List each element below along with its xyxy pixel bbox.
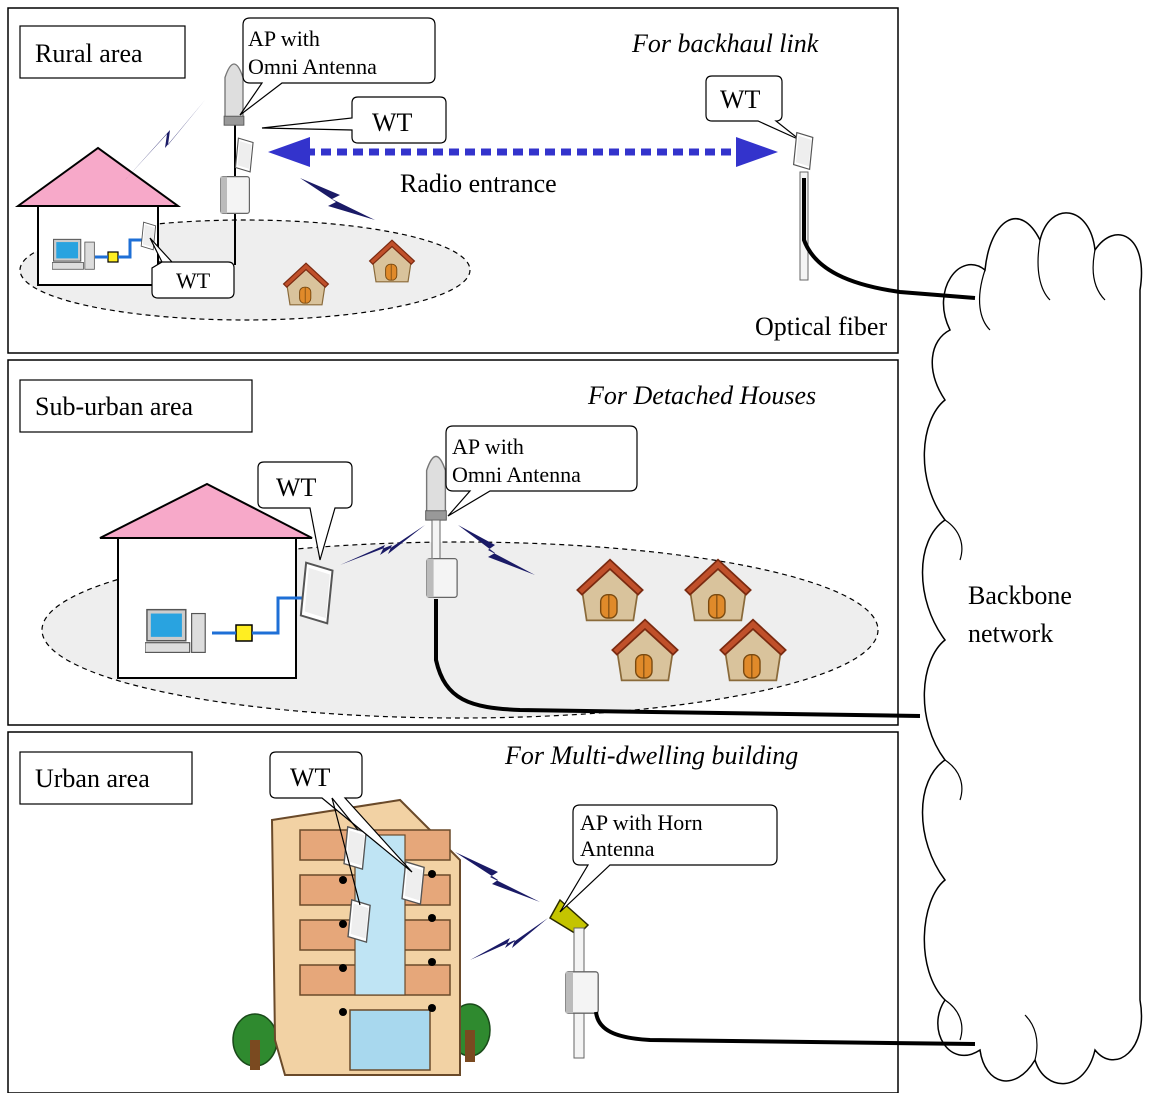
backbone-label-line2: network [968, 619, 1053, 648]
urban-fiber-cable [594, 1011, 976, 1046]
optical-fiber-label: Optical fiber [755, 312, 887, 341]
urban-area-label: Urban area [35, 764, 150, 793]
urban-ap-box-icon [565, 971, 599, 1014]
suburban-pc-icon [145, 608, 207, 654]
urban-wt-panel-icon [347, 899, 371, 943]
urban-wt-panel-icon [401, 861, 425, 905]
suburban-fiber-cable [434, 599, 921, 718]
suburban-wt-callout [257, 461, 353, 561]
rural-wt-mid-label: WT [372, 108, 413, 137]
urban-caption: For Multi-dwelling building [504, 741, 798, 770]
suburban-ap-callout [445, 425, 638, 517]
rural-wt-callout [261, 96, 447, 144]
rural-lan-cable [95, 238, 145, 259]
urban-ap-label-line1: AP with Horn [580, 810, 703, 835]
radio-entrance-arrow-right [736, 137, 778, 167]
backbone-cloud [921, 212, 1143, 1085]
rural-wt-panel-icon [234, 137, 254, 173]
urban-area-label-box [19, 751, 193, 805]
suburban-ap-label-line1: AP with [452, 434, 524, 459]
suburban-house-wt-icon [299, 561, 334, 625]
rural-wt-far-label: WT [720, 85, 761, 114]
radio-entrance-arrow-left [268, 137, 310, 167]
rural-modem-icon [107, 251, 119, 263]
urban-ap-callout [559, 804, 778, 913]
rural-wt-house-callout [149, 237, 235, 299]
suburban-radio-link-icon [458, 525, 535, 575]
urban-ap-label-line2: Antenna [580, 836, 655, 861]
horn-antenna-icon [548, 898, 590, 936]
radio-entrance-label: Radio entrance [400, 169, 557, 198]
suburban-lan-cable [212, 596, 302, 635]
optical-fiber-cable [802, 178, 976, 300]
urban-wt-label: WT [290, 763, 331, 792]
rural-ap-box-icon [219, 175, 251, 215]
suburban-wt-label: WT [276, 473, 317, 502]
suburban-ap-box-icon [426, 557, 458, 599]
suburban-area-label-box [19, 379, 253, 433]
urban-wt-callout-pointer [331, 797, 361, 906]
suburban-omni-antenna-icon [424, 455, 448, 522]
rural-omni-antenna-icon [223, 63, 245, 127]
suburban-ap-pole [431, 519, 441, 561]
far-wt-panel-icon [792, 131, 814, 171]
rural-ap-callout [239, 17, 436, 116]
urban-wt-panel-icon [343, 826, 367, 870]
suburban-ap-label-line2: Omni Antenna [452, 462, 581, 487]
rural-area-label-box [19, 25, 186, 79]
suburban-area-label: Sub-urban area [35, 392, 194, 421]
urban-wt-callout-pointer [331, 797, 359, 831]
suburban-modem-icon [235, 624, 253, 642]
rural-radio-link-icon [300, 178, 375, 220]
backbone-label-line1: Backbone [968, 581, 1072, 610]
urban-wt-callout [269, 751, 413, 873]
rural-caption: For backhaul link [631, 29, 819, 58]
rural-ap-label-line1: AP with [248, 26, 320, 51]
rural-ap-label-line2: Omni Antenna [248, 54, 377, 79]
suburban-caption: For Detached Houses [587, 381, 816, 410]
rural-area-label: Rural area [35, 39, 143, 68]
urban-radio-link-icon [470, 918, 548, 960]
rural-pc-icon [52, 238, 95, 270]
urban-radio-link-icon [455, 852, 540, 902]
rural-wt-house-label: WT [176, 268, 211, 293]
suburban-house [99, 482, 313, 679]
